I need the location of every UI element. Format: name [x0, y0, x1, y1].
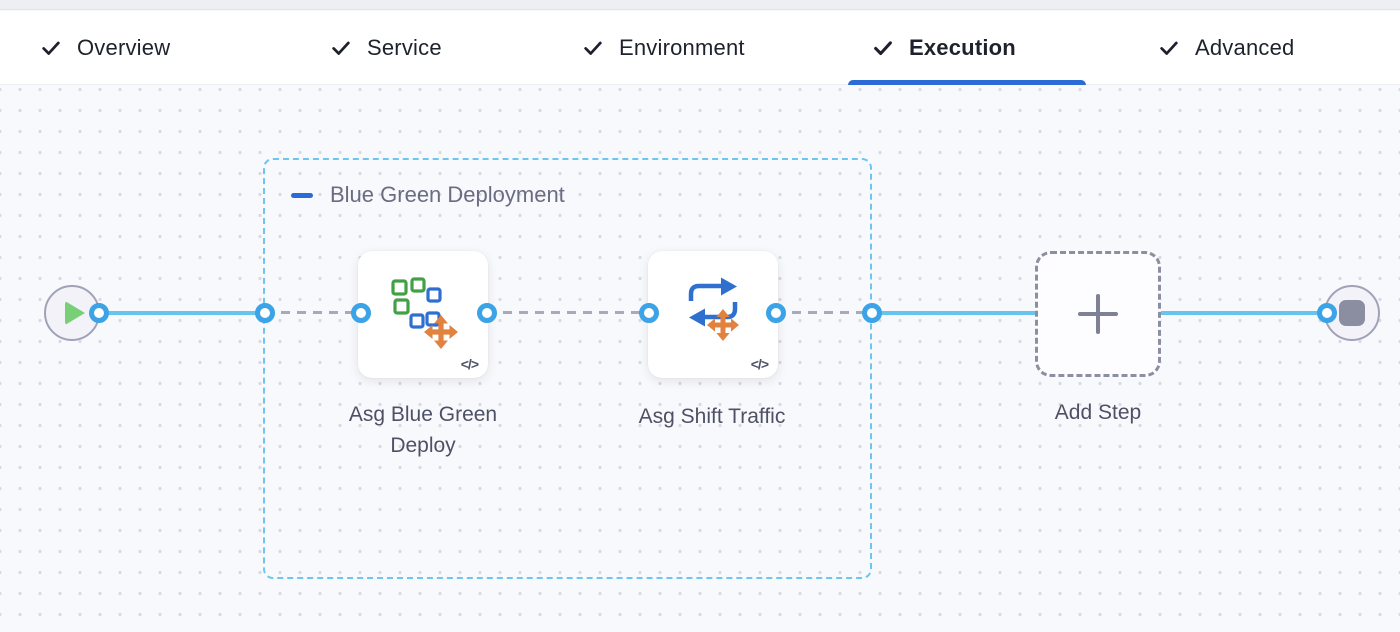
tab-environment[interactable]: Environment: [582, 11, 745, 84]
tab-label: Service: [367, 34, 442, 60]
code-template-badge: </>: [750, 356, 769, 372]
edge-start-to-group: [99, 311, 266, 315]
code-template-badge: </>: [460, 356, 479, 372]
move-arrows-icon: [707, 309, 739, 341]
port-start-out[interactable]: [89, 303, 109, 323]
check-icon: [582, 37, 604, 59]
top-strip: [0, 0, 1400, 10]
port-group-out[interactable]: [862, 303, 882, 323]
port-end-in[interactable]: [1317, 303, 1337, 323]
stop-icon: [1339, 300, 1365, 326]
tab-label: Environment: [619, 34, 745, 60]
step-label-asg-blue-green-deploy: Asg Blue Green Deploy: [348, 403, 498, 457]
add-step-label: Add Step: [1054, 401, 1142, 424]
step-label-asg-shift-traffic: Asg Shift Traffic: [638, 405, 786, 428]
pipeline-canvas[interactable]: Blue Green Deployment: [0, 86, 1400, 632]
stage-tab-bar: Overview Service Environment Execution A…: [0, 11, 1400, 85]
port-step2-out[interactable]: [766, 303, 786, 323]
port-step2-in[interactable]: [639, 303, 659, 323]
port-step1-in[interactable]: [351, 303, 371, 323]
asg-blue-green-deploy-icon: [391, 277, 458, 349]
move-arrows-icon: [424, 315, 458, 349]
port-group-in[interactable]: [255, 303, 275, 323]
check-icon: [1158, 37, 1180, 59]
check-icon: [330, 37, 352, 59]
end-node: [1324, 285, 1380, 341]
step-group-header[interactable]: Blue Green Deployment: [291, 182, 565, 208]
step-node-asg-blue-green-deploy[interactable]: </>: [358, 251, 488, 378]
edge-group-to-step1: [265, 311, 361, 314]
edge-step1-to-step2: [487, 311, 649, 314]
edge-add-step-to-end: [1159, 311, 1327, 315]
add-step-button[interactable]: [1035, 251, 1161, 377]
plus-icon: [1078, 294, 1118, 334]
check-icon: [40, 37, 62, 59]
tab-service[interactable]: Service: [330, 11, 442, 84]
edge-group-to-add-step: [871, 311, 1038, 315]
step-node-asg-shift-traffic[interactable]: </>: [648, 251, 778, 378]
check-icon: [872, 37, 894, 59]
tab-execution[interactable]: Execution: [872, 11, 1016, 84]
step-group-blue-green-deployment: Blue Green Deployment: [263, 158, 872, 579]
tab-label: Execution: [909, 34, 1016, 60]
collapse-minus-icon[interactable]: [291, 192, 313, 198]
play-icon: [64, 301, 85, 325]
port-step1-out[interactable]: [477, 303, 497, 323]
tab-label: Overview: [77, 34, 171, 60]
tab-overview[interactable]: Overview: [40, 11, 170, 84]
edge-step2-to-group-end: [776, 311, 873, 314]
step-group-label: Blue Green Deployment: [330, 182, 565, 207]
tab-advanced[interactable]: Advanced: [1158, 11, 1294, 84]
active-tab-underline: [848, 80, 1086, 85]
asg-shift-traffic-icon: [688, 277, 739, 341]
tab-label: Advanced: [1195, 34, 1295, 60]
